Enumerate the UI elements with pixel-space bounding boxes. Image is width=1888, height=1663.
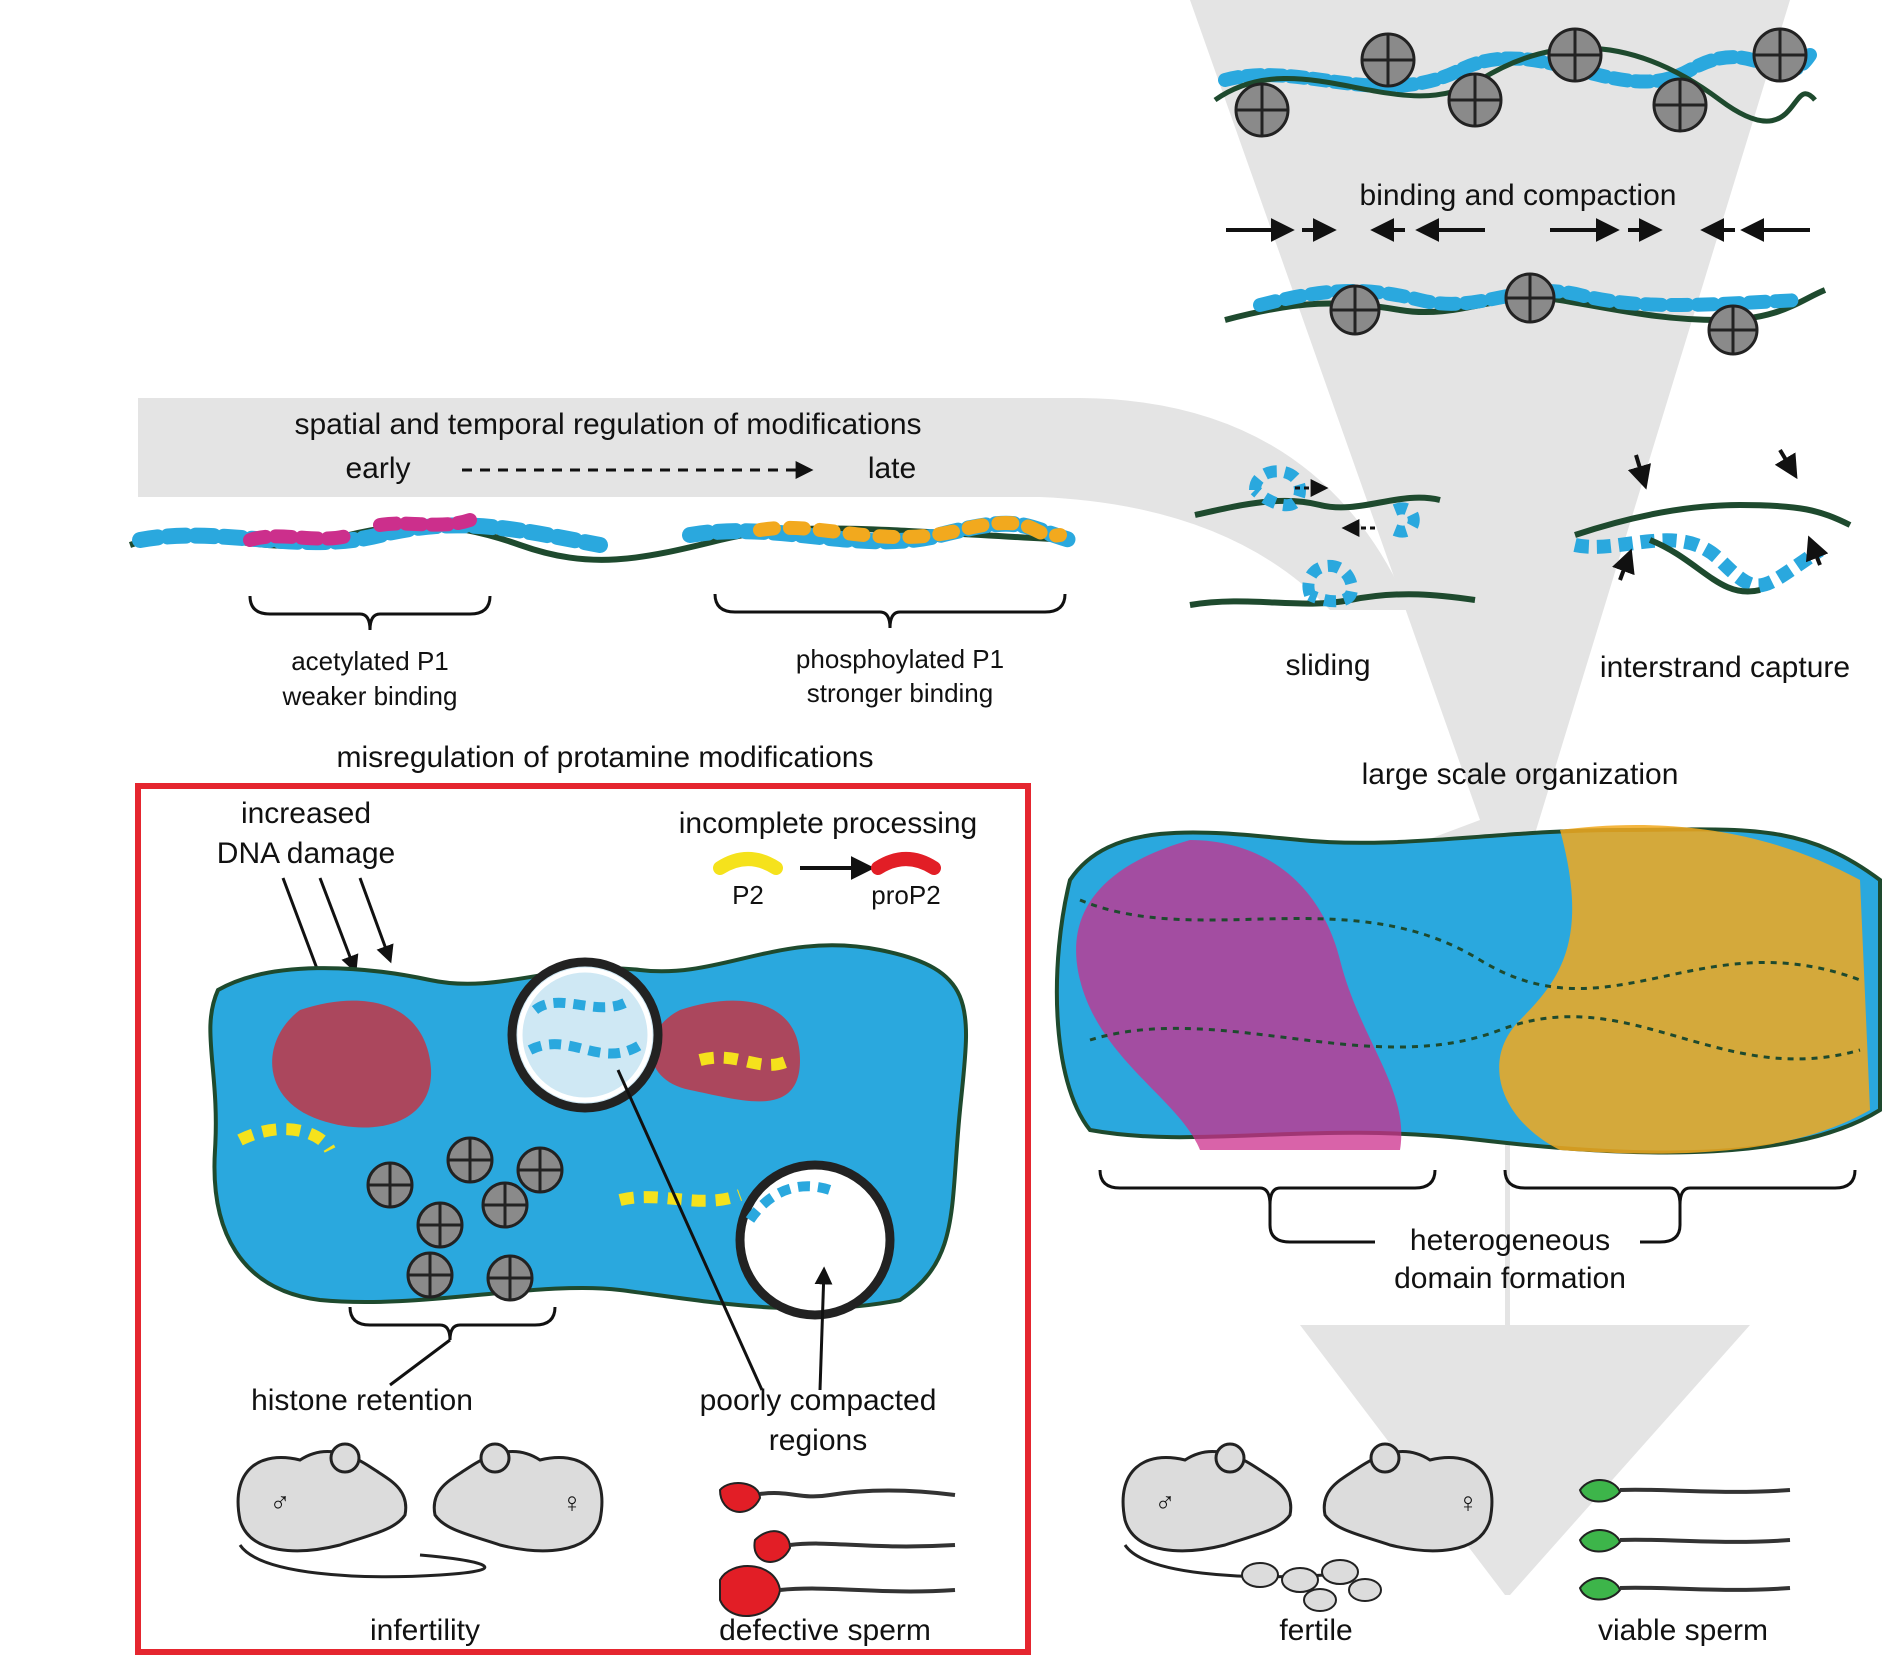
- bracket-connector-left: [1268, 1205, 1375, 1244]
- zoom-circle-upper: [507, 957, 663, 1113]
- histone-strand-top: [1213, 27, 1817, 138]
- prop2-glyph: [871, 852, 941, 875]
- fertile-label: fertile: [1279, 1614, 1352, 1647]
- orange-domain-bracket: [1503, 1169, 1857, 1206]
- infertility-label: infertility: [370, 1614, 480, 1647]
- histone-octamer: [1504, 272, 1556, 324]
- poorly-compacted-label-1: poorly compacted: [700, 1384, 937, 1417]
- sliding-illustration: [1189, 465, 1476, 608]
- interstrand-capture-illustration: [1573, 448, 1852, 595]
- poorly-compacted-pointer-2: [814, 1266, 833, 1391]
- histone-octamer: [446, 1136, 494, 1184]
- male-symbol-fertile: ♂: [1155, 1487, 1176, 1518]
- histone-octamer: [1547, 27, 1603, 83]
- defective-sperm: [718, 1482, 956, 1617]
- retained-histones: [366, 1136, 564, 1302]
- histone-octamer: [486, 1254, 534, 1302]
- histone-octamer: [406, 1251, 454, 1299]
- acetylated-label-1: acetylated P1: [291, 646, 449, 676]
- binding-compaction-label: binding and compaction: [1360, 179, 1677, 212]
- histone-octamer: [1447, 72, 1503, 128]
- phospho-bracket: [713, 593, 1067, 629]
- phospho-label-1: phosphoylated P1: [796, 644, 1004, 674]
- sliding-label: sliding: [1285, 649, 1370, 682]
- poorly-compacted-pointer-1: [616, 1069, 764, 1391]
- female-mouse-fertile: [1322, 1442, 1494, 1553]
- histone-strand-compacted: [1224, 272, 1827, 356]
- viable-sperm-label: viable sperm: [1598, 1614, 1768, 1647]
- histone-octamer: [516, 1146, 564, 1194]
- female-mouse-infertile: [432, 1442, 604, 1553]
- poorly-compacted-label-2: regions: [769, 1424, 867, 1457]
- female-symbol: ♀: [562, 1487, 583, 1518]
- chromatin-domain-normal: [1054, 825, 1882, 1155]
- viable-sperm: [1578, 1479, 1791, 1601]
- histone-retention-bracket: [348, 1306, 557, 1341]
- histone-octamer: [1360, 32, 1416, 88]
- prop2-label: proP2: [871, 880, 940, 910]
- heterogeneous-label-1: heterogeneous: [1410, 1224, 1610, 1257]
- male-mouse-fertile: [1121, 1442, 1326, 1579]
- p2-label: P2: [732, 880, 764, 910]
- misregulation-title: misregulation of protamine modifications: [337, 741, 874, 774]
- heterogeneous-label-2: domain formation: [1394, 1262, 1626, 1295]
- histone-octamer: [1652, 77, 1708, 133]
- p2-glyph: [713, 852, 783, 875]
- regulation-title: spatial and temporal regulation of modif…: [294, 408, 921, 441]
- magenta-domain-bracket: [1098, 1169, 1437, 1206]
- histone-retention-pointer: [389, 1338, 451, 1387]
- large-scale-label: large scale organization: [1362, 758, 1679, 791]
- funnel-background: [138, 0, 1790, 1595]
- interstrand-capture-label: interstrand capture: [1600, 651, 1850, 684]
- female-symbol-fertile: ♀: [1458, 1487, 1479, 1518]
- histone-octamer: [1707, 304, 1759, 356]
- defective-sperm-label: defective sperm: [719, 1614, 931, 1647]
- phospho-label-2: stronger binding: [807, 678, 993, 708]
- histone-retention-label: histone retention: [251, 1384, 473, 1417]
- histone-octamer: [416, 1201, 464, 1249]
- late-label: late: [868, 452, 916, 485]
- male-mouse-infertile: [236, 1442, 487, 1579]
- histone-octamer: [481, 1181, 529, 1229]
- misregulation-box: [135, 783, 1031, 1655]
- male-symbol: ♂: [270, 1487, 291, 1518]
- modification-strand: [128, 513, 1078, 563]
- acetylated-label-2: weaker binding: [282, 681, 458, 711]
- acetylated-bracket: [248, 595, 492, 631]
- histone-octamer: [366, 1161, 414, 1209]
- histone-octamer: [1329, 284, 1381, 336]
- histone-octamer: [1752, 27, 1808, 83]
- zoom-circle-lower: [735, 1160, 895, 1320]
- bracket-connector-right: [1640, 1205, 1682, 1244]
- incomplete-processing-label: incomplete processing: [679, 807, 978, 840]
- dna-damage-label-1: increased: [241, 797, 371, 830]
- dna-damage-label-2: DNA damage: [217, 837, 395, 870]
- histone-octamer: [1234, 82, 1290, 138]
- pup-mice: [1241, 1559, 1382, 1612]
- early-label: early: [345, 452, 410, 485]
